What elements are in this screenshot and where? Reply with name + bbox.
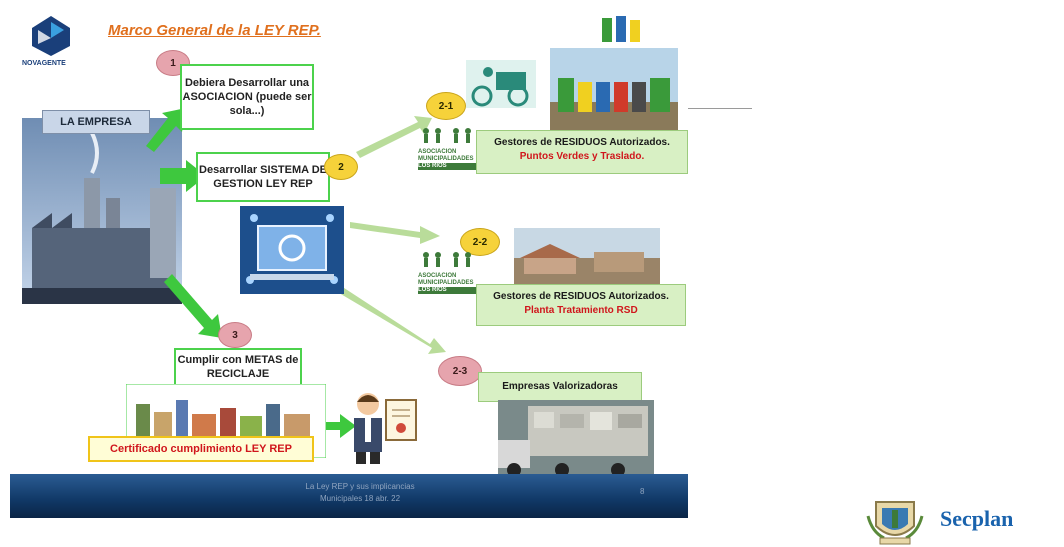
asociacion-line2: MUNICIPALIDADES [418,280,474,286]
green-point-logo-icon [602,16,640,42]
step21-subtitle: Puntos Verdes y Traslado. [519,151,645,162]
step3-number-badge: 3 [218,322,252,348]
novagente-logo-icon [32,16,70,56]
step1-box: Debiera Desarrollar una ASOCIACION (pued… [180,64,314,130]
asociacion-line1: ASOCIACION [418,149,457,155]
arrow-to-step23 [334,284,446,354]
asociacion-line3: LOS RIOS [418,163,476,170]
asociacion-logo-1: ASOCIACION MUNICIPALIDADES LOS RIOS [418,126,476,172]
arrow-to-step3 [164,274,222,338]
empresa-label: LA EMPRESA [42,110,150,134]
treatment-plant-image [514,228,660,286]
step21-box: Gestores de RESIDUOS Autorizados. Puntos… [476,130,688,174]
flow-arrows [146,108,446,438]
step23-title: Empresas Valorizadoras [502,381,618,392]
recycling-bike-icon [466,60,536,108]
asociacion-logo-2: ASOCIACION MUNICIPALIDADES LOS RIOS [418,250,476,296]
certificate-label: Certificado cumplimiento LEY REP [88,436,314,462]
step3-text: Cumplir con METAS de RECICLAJE [177,354,299,380]
step1-number-badge: 1 [156,50,190,76]
people-icon [423,128,471,143]
asociacion-line1: ASOCIACION [418,273,457,279]
slide-title: Marco General de la LEY REP. [108,22,321,39]
step21-number-badge: 2-1 [426,92,466,120]
step22-title: Gestores de RESIDUOS Autorizados. [493,291,669,302]
asociacion-line2: MUNICIPALIDADES [418,156,474,162]
step2-box: Desarrollar SISTEMA DE GESTION LEY REP [196,152,330,202]
recycling-truck-image [498,400,654,480]
arrow-to-step2 [160,160,206,192]
step1-text: Debiera Desarrollar una ASOCIACION (pued… [182,77,312,117]
recycling-bins-image [550,48,678,130]
step23-number-badge: 2-3 [438,356,482,386]
step22-subtitle: Planta Tratamiento RSD [524,305,638,316]
arrow-to-step21 [356,116,432,158]
arrow-to-step22 [350,222,440,244]
footer-line1: La Ley REP y sus implicancias [305,482,415,491]
logo-name: NOVAGENTE [22,60,66,67]
arrow-to-step1 [146,108,186,152]
step22-number-badge: 2-2 [460,228,500,256]
municipal-shield-icon [866,501,924,545]
step2-number-badge: 2 [324,154,358,180]
step22-box: Gestores de RESIDUOS Autorizados. Planta… [476,284,686,326]
arrow-to-certificate [300,414,356,438]
divider-line [688,108,752,109]
footer-line2: Municipales 18 abr. 22 [319,494,401,503]
page-number: 8 [640,487,645,496]
step21-title: Gestores de RESIDUOS Autorizados. [494,137,670,148]
secplan-brand: Secplan [940,506,1014,531]
step23-box: Empresas Valorizadoras [478,372,642,402]
management-system-image [240,206,344,294]
factory-image [22,118,182,304]
people-icon [423,252,471,267]
asociacion-line3: LOS RIOS [418,287,476,294]
footer-text: La Ley REP y sus implicancias Municipale… [270,481,450,505]
step3-box: Cumplir con METAS de RECICLAJE [174,348,302,386]
man-with-certificate-image [354,393,417,464]
step2-text: Desarrollar SISTEMA DE GESTION LEY REP [199,164,327,190]
slide-footer [10,474,688,518]
